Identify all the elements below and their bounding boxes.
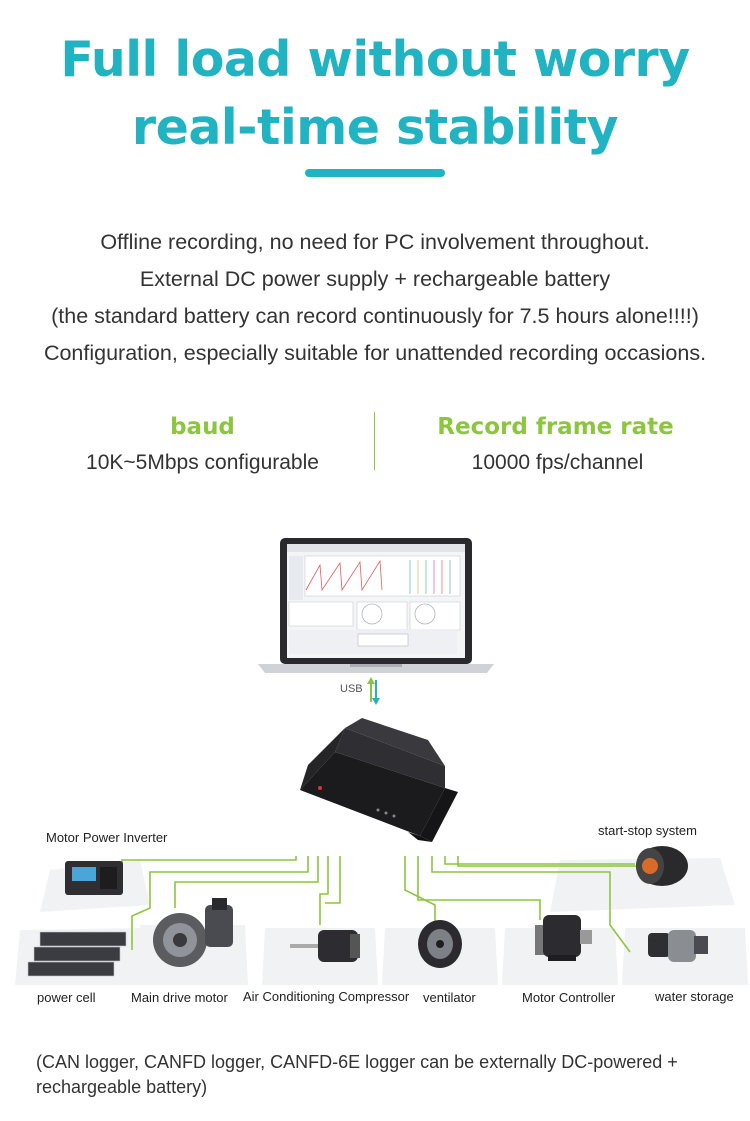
- motor-power-inverter-label: Motor Power Inverter: [46, 830, 168, 845]
- motor-controller-icon: [535, 915, 592, 961]
- can-logger-device-icon: [300, 718, 458, 842]
- start-stop-system-label: start-stop system: [598, 823, 697, 838]
- floor-shadows: [15, 858, 748, 985]
- motor-power-inverter-icon: [65, 861, 123, 895]
- water-storage-icon: [648, 930, 708, 962]
- description-line-3: (the standard battery can record continu…: [51, 304, 699, 328]
- main-drive-motor-icon: [153, 898, 233, 967]
- spec-frame-rate-value: 10000 fps/channel: [471, 451, 644, 474]
- start-stop-system-icon: [636, 846, 688, 886]
- ac-compressor-label: Air Conditioning Compressor: [243, 989, 410, 1004]
- power-cell-label: power cell: [37, 990, 96, 1005]
- spec-divider: [374, 412, 375, 470]
- main-drive-motor-label: Main drive motor: [131, 990, 228, 1005]
- usb-arrows-icon: [367, 677, 380, 705]
- spec-baud-label: baud: [170, 414, 235, 440]
- laptop-icon: [258, 538, 494, 673]
- description-line-4: Configuration, especially suitable for u…: [43, 341, 707, 365]
- usb-label: USB: [340, 683, 363, 695]
- spec-frame-rate-label: Record frame rate: [437, 414, 674, 440]
- ac-compressor-icon: [290, 930, 360, 962]
- spec-baud-value: 10K~5Mbps configurable: [86, 451, 319, 474]
- system-diagram: [15, 538, 748, 985]
- description-line-2: External DC power supply + rechargeable …: [139, 267, 611, 291]
- ventilator-label: ventilator: [423, 990, 476, 1005]
- motor-controller-label: Motor Controller: [522, 990, 616, 1005]
- ventilator-icon: [418, 920, 462, 968]
- headline-line-1: Full load without worry: [60, 31, 690, 88]
- description-line-1: Offline recording, no need for PC involv…: [100, 230, 650, 254]
- water-storage-label: water storage: [655, 989, 734, 1004]
- power-cell-icon: [27, 931, 127, 977]
- footnote: (CAN logger, CANFD logger, CANFD-6E logg…: [36, 1052, 678, 1097]
- headline-underline: [305, 169, 445, 177]
- headline-line-2: real-time stability: [131, 99, 619, 156]
